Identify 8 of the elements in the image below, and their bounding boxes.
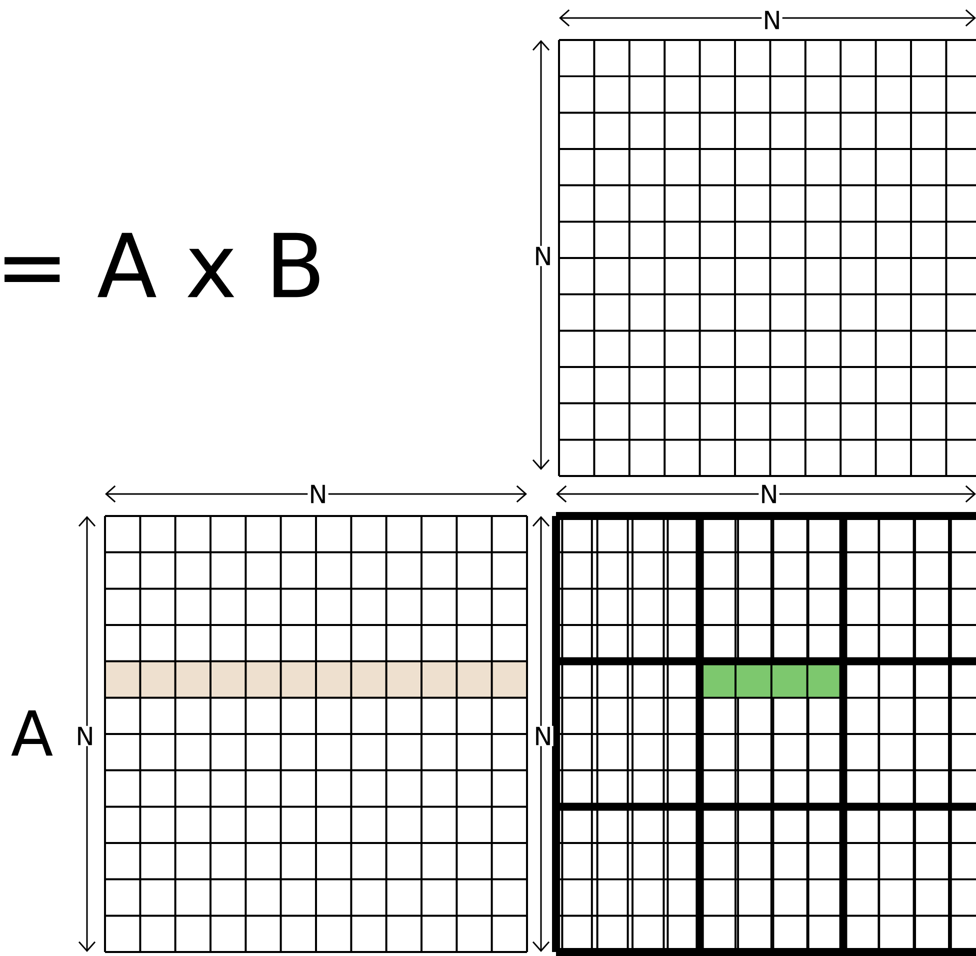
formula-text: = A x B bbox=[4, 232, 320, 298]
dimension-label: N bbox=[308, 484, 328, 504]
dimension-label: N bbox=[532, 246, 554, 266]
dimension-label: N bbox=[758, 484, 780, 504]
dimension-label: N bbox=[74, 726, 96, 746]
matrix-label: A bbox=[11, 710, 53, 756]
dimension-label: N bbox=[762, 10, 782, 30]
dimension-label: N bbox=[532, 726, 554, 746]
